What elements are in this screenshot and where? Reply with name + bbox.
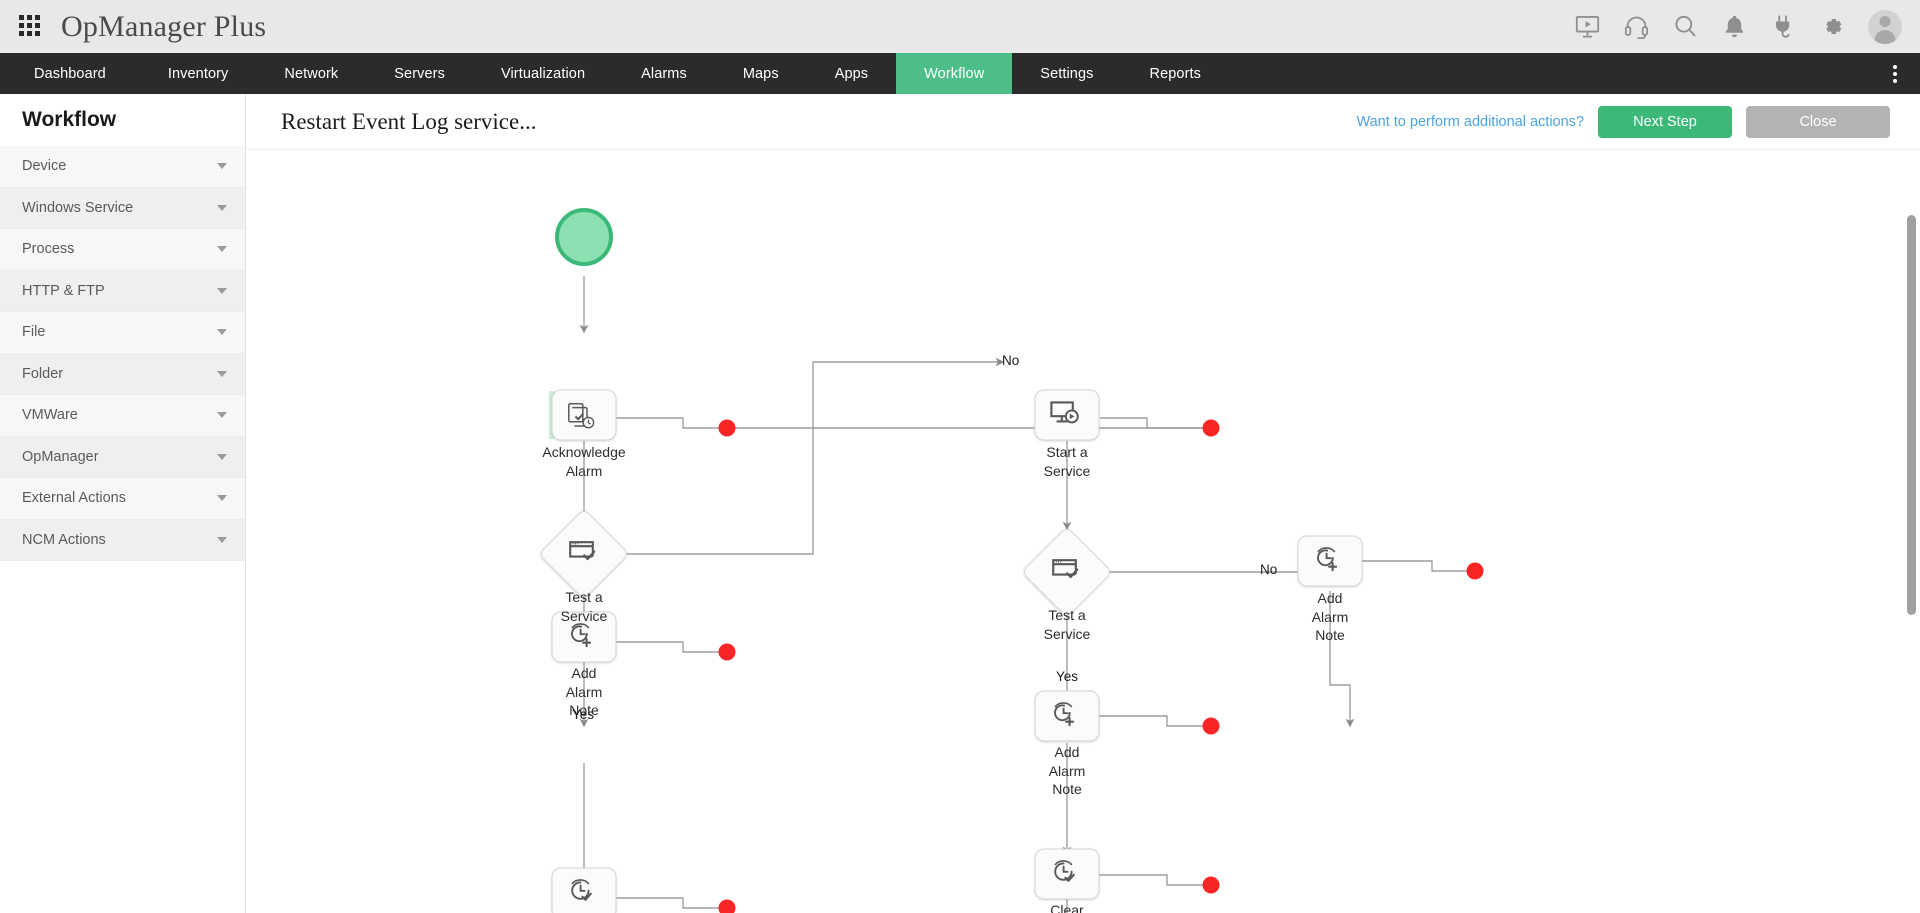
start-node[interactable] — [555, 208, 613, 266]
sidebar-item-label: Windows Service — [22, 199, 134, 216]
workflow-canvas[interactable]: Acknowledge Alarm Test a Service Add Ala… — [247, 151, 1920, 913]
header-actions: Want to perform additional actions? Next… — [1356, 105, 1890, 138]
test-service-icon — [569, 541, 596, 561]
sidebar-item-label: Folder — [22, 365, 64, 382]
content-header: Restart Event Log service... Want to per… — [247, 94, 1920, 150]
search-icon[interactable] — [1672, 13, 1699, 40]
clear-alarm-icon — [1054, 860, 1075, 882]
nav-item-dashboard[interactable]: Dashboard — [34, 65, 106, 82]
sidebar-item-label: HTTP & FTP — [22, 282, 105, 299]
sidebar-item-file[interactable]: File — [0, 312, 245, 354]
endpoint-dot-add-alarm-note-left[interactable] — [718, 643, 736, 661]
top-bar: OpManager Plus — [0, 0, 1920, 53]
sidebar-item-label: NCM Actions — [22, 531, 106, 548]
gear-settings-icon[interactable] — [1819, 13, 1846, 40]
node-clear-alarm-mid[interactable] — [1034, 848, 1100, 900]
chevron-down-icon — [217, 370, 227, 377]
headset-support-icon[interactable] — [1623, 13, 1650, 40]
nav-item-alarms[interactable]: Alarms — [641, 65, 687, 82]
nav-item-settings[interactable]: Settings — [1040, 65, 1094, 82]
sidebar-item-opmanager[interactable]: OpManager — [0, 436, 245, 478]
nav-item-virtualization[interactable]: Virtualization — [500, 65, 586, 82]
more-options-icon[interactable] — [1884, 53, 1906, 94]
chevron-down-icon — [217, 246, 227, 253]
main-navigation: Dashboard Inventory Network Servers Virt… — [0, 53, 1920, 94]
nav-item-servers[interactable]: Servers — [394, 65, 445, 82]
node-add-alarm-note-right[interactable] — [1297, 535, 1363, 587]
chevron-down-icon — [217, 204, 227, 211]
close-button[interactable]: Close — [1746, 105, 1890, 138]
sidebar-title: Workflow — [22, 108, 117, 131]
page-title: Restart Event Log service... — [281, 108, 537, 134]
nav-item-reports[interactable]: Reports — [1149, 65, 1201, 82]
add-alarm-note-icon — [571, 623, 592, 648]
endpoint-dot-add-alarm-note-right[interactable] — [1466, 562, 1484, 580]
top-bar-icons — [1574, 9, 1902, 44]
chevron-down-icon — [217, 412, 227, 419]
endpoint-dot-add-alarm-note-mid[interactable] — [1202, 717, 1220, 735]
chevron-down-icon — [217, 536, 227, 543]
endpoint-dot-clear-alarm-left[interactable] — [718, 899, 736, 913]
workflow-connectors — [539, 208, 1484, 913]
clear-alarm-icon — [571, 879, 592, 901]
presentation-play-icon[interactable] — [1574, 13, 1601, 40]
sidebar-item-windows-service[interactable]: Windows Service — [0, 187, 245, 229]
app-brand-title: OpManager Plus — [61, 9, 267, 43]
node-add-alarm-note-mid[interactable] — [1034, 690, 1100, 742]
sidebar-item-folder[interactable]: Folder — [0, 353, 245, 395]
sidebar-item-vmware[interactable]: VMWare — [0, 395, 245, 437]
sidebar-item-external-actions[interactable]: External Actions — [0, 478, 245, 520]
nav-item-apps[interactable]: Apps — [834, 65, 869, 82]
sidebar: Workflow Device Windows Service Process … — [0, 94, 246, 913]
plug-addon-icon[interactable] — [1770, 13, 1797, 40]
node-clear-alarm-left[interactable] — [551, 867, 617, 913]
node-acknowledge-alarm[interactable] — [549, 389, 617, 441]
sidebar-item-label: File — [22, 324, 46, 341]
chevron-down-icon — [217, 453, 227, 460]
nav-item-network[interactable]: Network — [284, 65, 339, 82]
next-step-button[interactable]: Next Step — [1598, 105, 1732, 138]
user-avatar-icon[interactable] — [1868, 9, 1902, 44]
acknowledge-alarm-icon — [568, 403, 595, 429]
chevron-down-icon — [217, 287, 227, 294]
start-service-icon — [1050, 401, 1079, 424]
add-alarm-note-icon — [1317, 547, 1338, 572]
node-start-a-service[interactable] — [1034, 389, 1100, 441]
sidebar-item-label: Process — [22, 241, 75, 258]
vertical-scrollbar[interactable] — [1907, 215, 1916, 615]
nav-item-maps[interactable]: Maps — [742, 65, 779, 82]
endpoint-dot-clear-alarm-mid[interactable] — [1202, 876, 1220, 894]
sidebar-item-label: External Actions — [22, 490, 126, 507]
node-test-a-service-left[interactable] — [539, 509, 630, 600]
node-test-a-service-mid[interactable] — [1022, 527, 1113, 618]
nav-item-inventory[interactable]: Inventory — [167, 65, 229, 82]
sidebar-item-process[interactable]: Process — [0, 229, 245, 271]
content-area: Restart Event Log service... Want to per… — [247, 94, 1920, 913]
sidebar-item-label: VMWare — [22, 407, 78, 424]
sidebar-item-http-ftp[interactable]: HTTP & FTP — [0, 270, 245, 312]
bell-notification-icon[interactable] — [1721, 13, 1748, 40]
sidebar-item-label: Device — [22, 158, 67, 175]
nav-item-workflow[interactable]: Workflow — [896, 53, 1013, 94]
sidebar-item-ncm-actions[interactable]: NCM Actions — [0, 519, 245, 561]
sidebar-item-label: OpManager — [22, 448, 99, 465]
node-add-alarm-note-left[interactable] — [551, 611, 617, 663]
additional-actions-link[interactable]: Want to perform additional actions? — [1356, 113, 1584, 130]
chevron-down-icon — [217, 329, 227, 336]
test-service-icon — [1052, 559, 1079, 579]
chevron-down-icon — [217, 495, 227, 502]
grid-launcher-icon[interactable] — [19, 14, 43, 39]
add-alarm-note-icon — [1054, 702, 1075, 727]
sidebar-item-device[interactable]: Device — [0, 146, 245, 188]
endpoint-dot-start-a-service[interactable] — [1202, 419, 1220, 437]
chevron-down-icon — [217, 163, 227, 170]
endpoint-dot-acknowledge-alarm[interactable] — [718, 419, 736, 437]
